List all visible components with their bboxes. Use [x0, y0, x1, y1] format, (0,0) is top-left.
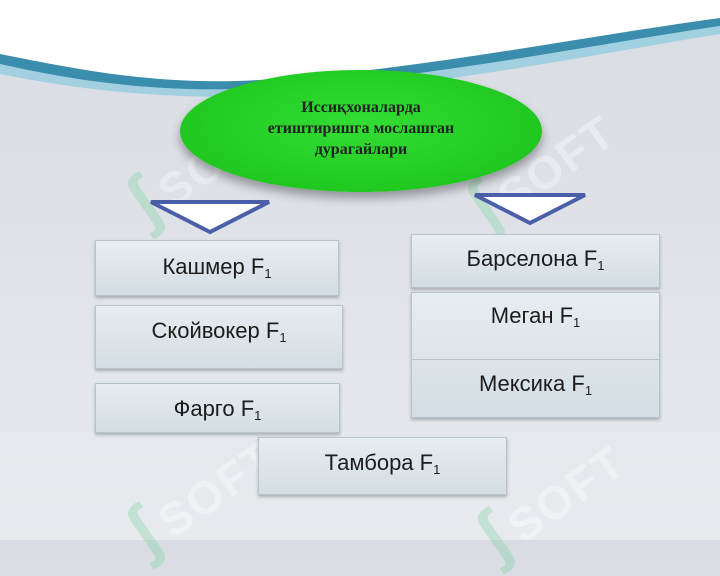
- variety-box: Тамбора F1: [258, 437, 507, 495]
- variety-box: Меган F1 Мексика F1: [411, 292, 660, 418]
- variety-box: Кашмер F1: [95, 240, 339, 296]
- variety-label: Тамбора F1: [324, 450, 441, 477]
- variety-box: Фарго F1: [95, 383, 340, 433]
- variety-label: Скойвокер F1: [151, 318, 287, 345]
- variety-box: Барселона F1: [411, 234, 660, 288]
- variety-label: Мексика F1: [478, 371, 593, 398]
- variety-label: Фарго F1: [173, 396, 262, 423]
- divider: [412, 359, 659, 360]
- down-arrow-icon: [474, 193, 586, 226]
- title-oval: Иссиқхоналарда етиштиришга мослашган дур…: [180, 70, 542, 192]
- variety-label: Барселона F1: [466, 246, 605, 273]
- down-arrow-icon: [150, 200, 270, 235]
- variety-box: Скойвокер F1: [95, 305, 343, 369]
- variety-label: Кашмер F1: [162, 254, 272, 281]
- variety-label: Меган F1: [490, 303, 581, 330]
- oval-title: Иссиқхоналарда етиштиришга мослашган дур…: [267, 98, 455, 158]
